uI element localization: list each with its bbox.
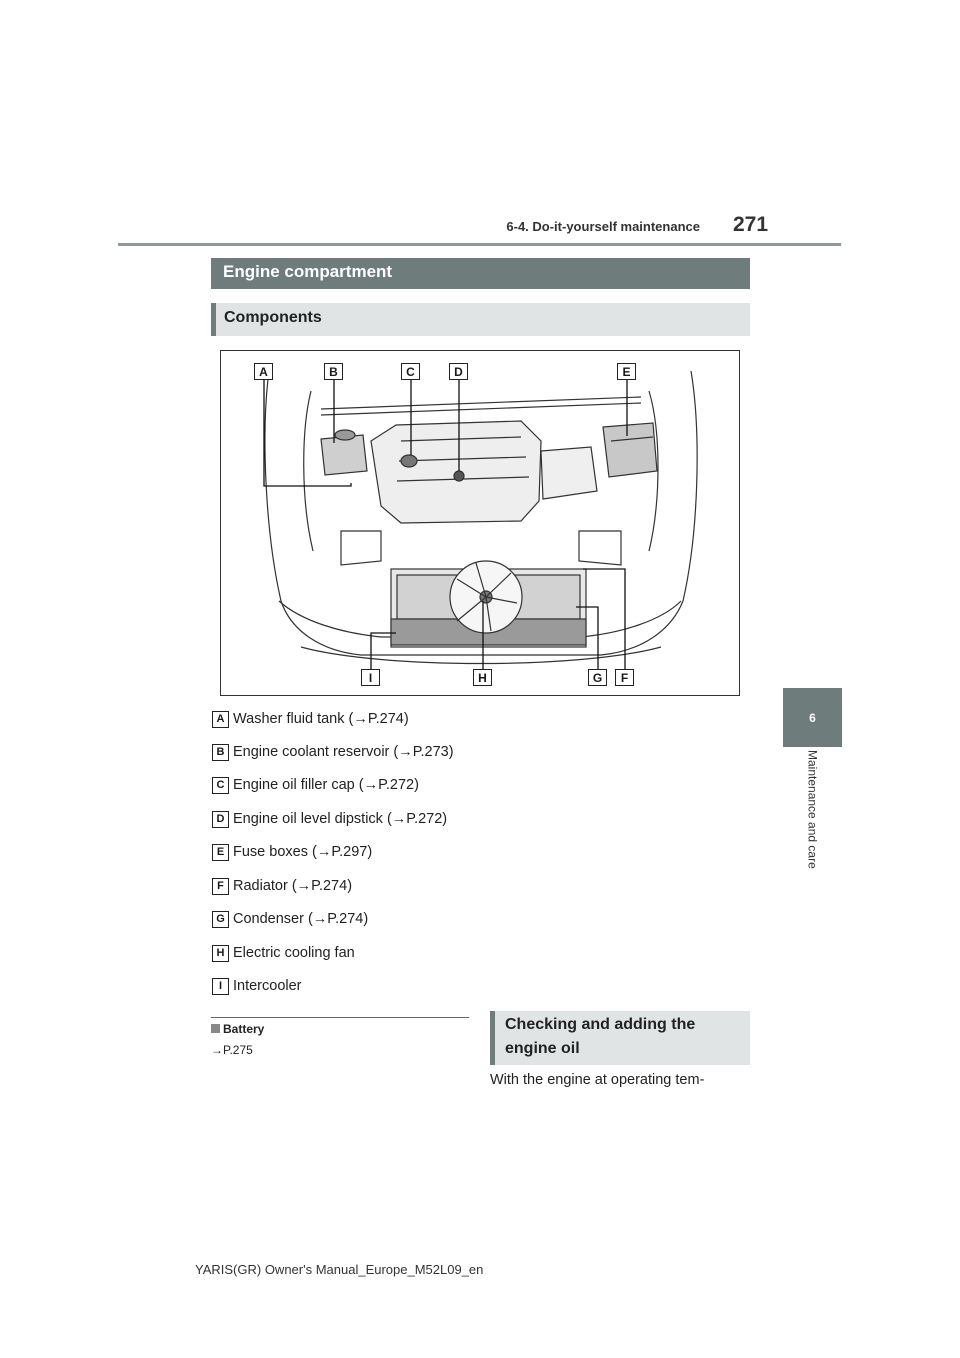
legend-letter: G xyxy=(212,910,229,928)
engine-compartment-figure: A B C D E I H G F xyxy=(220,350,740,696)
battery-title-text: Battery xyxy=(223,1022,265,1036)
legend-letter: F xyxy=(212,877,229,895)
page-number: 271 xyxy=(733,213,769,236)
list-item: D Engine oil level dipstick (→P.272) xyxy=(212,810,447,828)
header-rule xyxy=(118,243,841,246)
checking-oil-heading-line2: engine oil xyxy=(505,1040,580,1057)
legend-text: Intercooler xyxy=(233,978,302,994)
legend-letter: D xyxy=(212,810,229,828)
callout-e: E xyxy=(617,363,636,380)
legend-text: Radiator (→P.274) xyxy=(233,878,353,894)
callout-b: B xyxy=(324,363,343,380)
running-header-section: 6-4. Do-it-yourself maintenance xyxy=(506,219,700,234)
legend-text: Fuse boxes (→P.297) xyxy=(233,844,373,860)
chapter-tab: 6 xyxy=(783,688,842,747)
legend-text: Engine oil level dipstick (→P.272) xyxy=(233,811,448,827)
callout-g: G xyxy=(588,669,607,686)
battery-reference: →P.275 xyxy=(211,1043,253,1057)
list-item: I Intercooler xyxy=(212,977,302,995)
legend-text: Condenser (→P.274) xyxy=(233,911,369,927)
list-item: B Engine coolant reservoir (→P.273) xyxy=(212,743,454,761)
callout-c: C xyxy=(401,363,420,380)
battery-title: Battery xyxy=(211,1022,264,1036)
callout-i: I xyxy=(361,669,380,686)
callout-h: H xyxy=(473,669,492,686)
callout-a: A xyxy=(254,363,273,380)
legend-text: Engine oil filler cap (→P.272) xyxy=(233,777,419,793)
battery-divider xyxy=(211,1017,469,1018)
legend-text: Washer fluid tank (→P.274) xyxy=(233,711,409,727)
chapter-side-label-text: Maintenance and care xyxy=(805,750,820,869)
legend-letter: A xyxy=(212,710,229,728)
legend-text: Electric cooling fan xyxy=(233,945,355,961)
list-item: G Condenser (→P.274) xyxy=(212,910,368,928)
list-item: E Fuse boxes (→P.297) xyxy=(212,843,372,861)
list-item: C Engine oil filler cap (→P.272) xyxy=(212,776,419,794)
section-title: Engine compartment xyxy=(211,258,750,289)
bullet-square-icon xyxy=(211,1024,220,1033)
checking-oil-heading: Checking and adding the engine oil xyxy=(490,1011,750,1065)
callout-d: D xyxy=(449,363,468,380)
list-item: H Electric cooling fan xyxy=(212,944,355,962)
list-item: F Radiator (→P.274) xyxy=(212,877,352,895)
chapter-side-label: Maintenance and care xyxy=(783,750,842,960)
subsection-title: Components xyxy=(211,303,750,336)
checking-oil-text: With the engine at operating tem- xyxy=(490,1072,705,1088)
legend-letter: I xyxy=(212,977,229,995)
legend-letter: B xyxy=(212,743,229,761)
legend-letter: E xyxy=(212,843,229,861)
legend-letter: H xyxy=(212,944,229,962)
engine-compartment-illustration xyxy=(263,370,698,669)
legend-letter: C xyxy=(212,776,229,794)
callout-f: F xyxy=(615,669,634,686)
legend-text: Engine coolant reservoir (→P.273) xyxy=(233,744,454,760)
checking-oil-heading-line1: Checking and adding the xyxy=(505,1016,696,1033)
footer-manual-id: YARIS(GR) Owner's Manual_Europe_M52L09_e… xyxy=(195,1262,484,1277)
list-item: A Washer fluid tank (→P.274) xyxy=(212,710,409,728)
